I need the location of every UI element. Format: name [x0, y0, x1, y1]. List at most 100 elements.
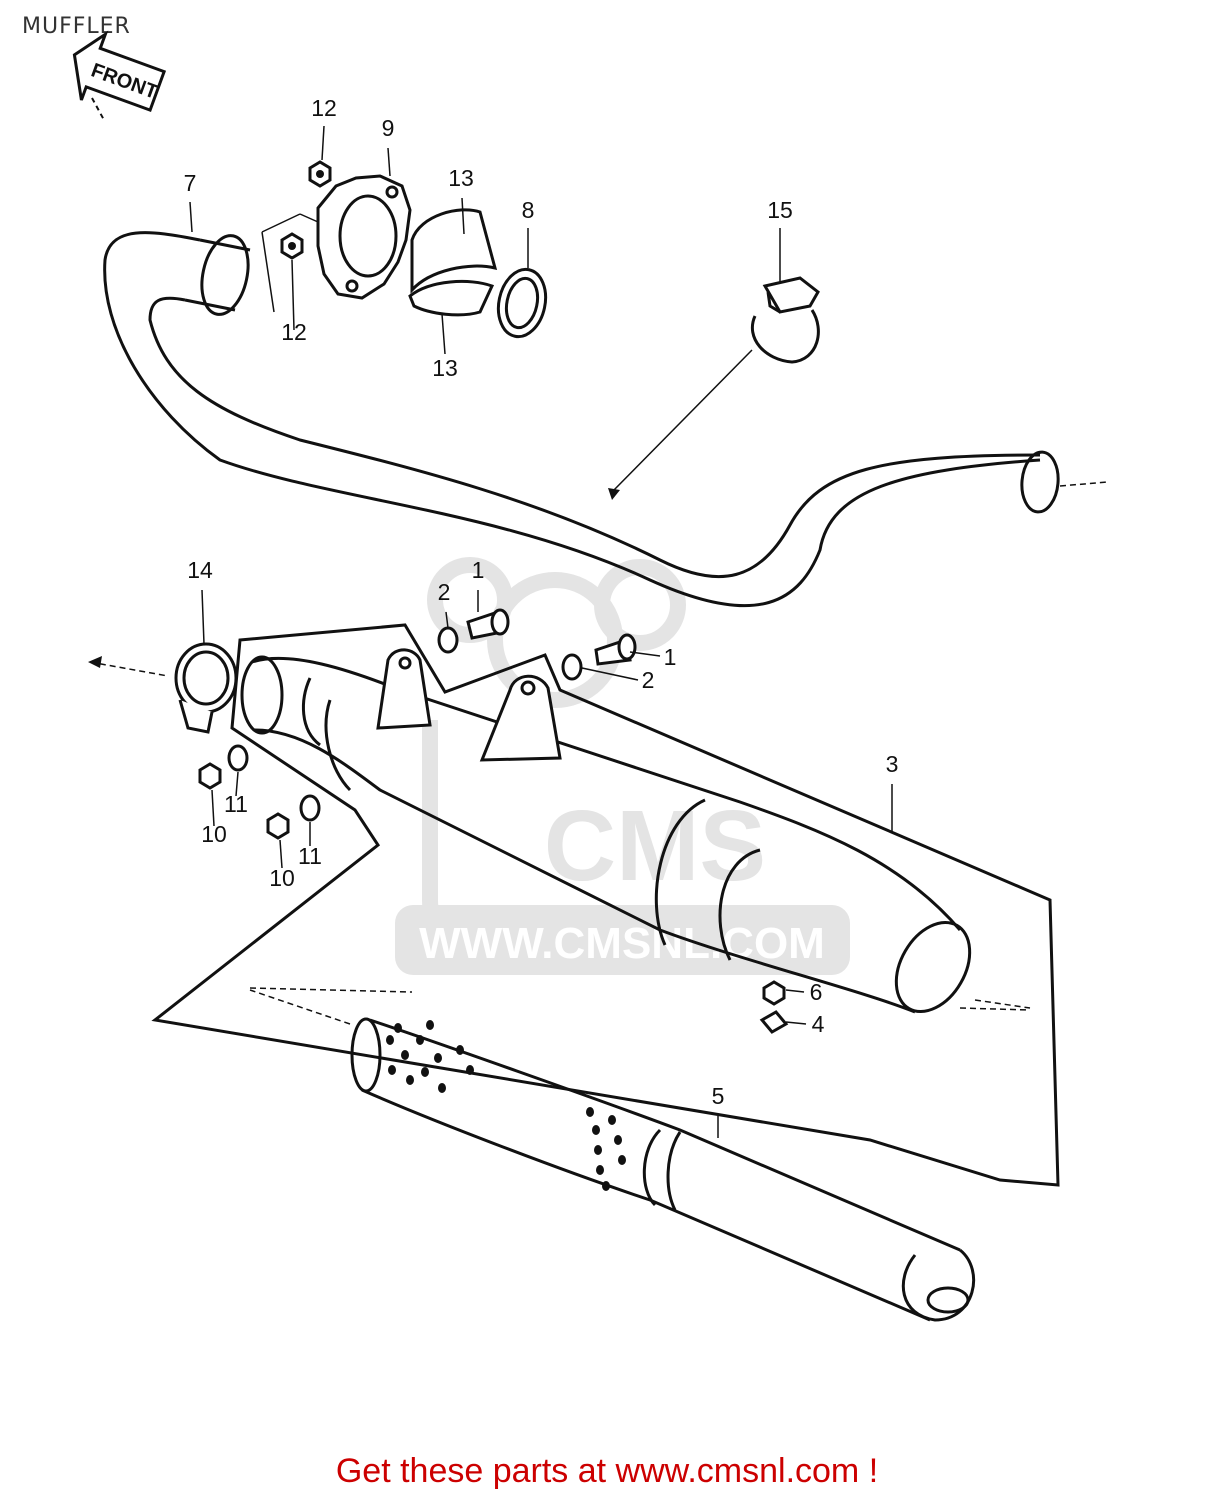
- muffler-seam: [654, 798, 706, 946]
- muffler-mount-bracket-rear: [479, 674, 562, 762]
- bracket-hole: [520, 680, 536, 696]
- baffle-bottom-edge: [361, 1088, 931, 1322]
- muffler-taper-ring: [301, 677, 321, 747]
- callout-label: 1: [472, 557, 485, 583]
- arrowhead: [608, 488, 620, 500]
- clamp-leader-arrow: [611, 349, 753, 493]
- callout-label: 12: [311, 95, 337, 121]
- callout-label: 13: [432, 355, 458, 381]
- header-pipe-inner-edge: [148, 296, 1041, 579]
- clamp-bolt-housing: [762, 276, 820, 314]
- baffle-hole: [401, 1050, 409, 1060]
- footer-cta[interactable]: Get these parts at www.cmsnl.com !: [335, 1452, 879, 1490]
- muffler-baffle-part-5: [350, 1017, 976, 1322]
- muffler-outlet: [894, 920, 972, 1014]
- callout-leader-line: [387, 147, 391, 177]
- baffle-hole: [421, 1067, 429, 1077]
- clamp-ring-inner: [182, 650, 230, 706]
- callout-leader-line: [785, 989, 805, 993]
- muffler-bottom-edge: [254, 728, 916, 1014]
- callout-label: 11: [224, 791, 248, 817]
- parts-diagram: CMS WWW.CMSNL.COM FRONT: [72, 30, 1109, 1322]
- washer-ring: [561, 653, 583, 681]
- muffler-clamp-part-14: [174, 642, 238, 734]
- callout-label: 9: [382, 115, 395, 141]
- screw-head: [759, 1010, 789, 1034]
- baffle-hole: [594, 1145, 602, 1155]
- washer-ring: [299, 794, 321, 822]
- washer-part-11-a: [227, 744, 249, 772]
- callout-label: 11: [298, 843, 322, 869]
- mount-bolt-part-1-a: [466, 608, 510, 640]
- gasket-outer: [496, 267, 548, 339]
- baffle-sleeve-edge: [666, 1131, 682, 1211]
- muffler-inlet: [240, 655, 284, 735]
- washer-part-2-a: [437, 626, 459, 654]
- callout-label: 1: [664, 644, 677, 670]
- callout-label: 2: [438, 579, 451, 605]
- mount-bolt-part-1-b: [594, 633, 637, 666]
- page-title: MUFFLER: [22, 14, 131, 39]
- flange-bolt-hole: [345, 279, 359, 293]
- baffle-hole: [614, 1135, 622, 1145]
- baffle-insert-arrow: [249, 987, 413, 1025]
- split-collar-part-13: [408, 208, 498, 317]
- baffle-hole: [608, 1115, 616, 1125]
- front-direction-arrow: FRONT: [72, 30, 167, 113]
- exhaust-flange-part-9: [316, 174, 412, 300]
- callout-leader-line: [291, 259, 295, 331]
- callout-label: 2: [642, 667, 655, 693]
- baffle-hole: [388, 1065, 396, 1075]
- clamp-14-arrow: [89, 661, 169, 677]
- callout-leader-line: [279, 839, 283, 869]
- callout-leader-line: [189, 201, 193, 233]
- header-pipe-outer-edge: [103, 231, 1041, 608]
- front-arrow-tail: [91, 97, 105, 121]
- nut-hex: [266, 812, 290, 840]
- callout-leader-line: [785, 1021, 807, 1025]
- gasket-part-8: [496, 267, 548, 339]
- baffle-end-cap: [901, 1248, 976, 1322]
- baffle-hole: [438, 1083, 446, 1093]
- cmsnl-watermark: CMS WWW.CMSNL.COM: [395, 557, 850, 975]
- bracket-plate: [376, 648, 432, 730]
- baffle-hole: [602, 1181, 610, 1191]
- header-pipe-socket: [184, 238, 251, 312]
- washer-ring: [437, 626, 459, 654]
- callout-leader-line: [321, 125, 325, 161]
- baffle-sleeve-edge: [642, 1128, 662, 1207]
- callout-label: 12: [281, 319, 307, 345]
- baffle-hole: [592, 1125, 600, 1135]
- callout-leader-line: [235, 771, 239, 797]
- watermark-plate: [395, 905, 850, 975]
- callout-label: 13: [448, 165, 474, 191]
- callout-label: 3: [886, 751, 899, 777]
- muffler-taper-ring: [324, 699, 352, 792]
- front-arrow-shape: [72, 30, 167, 113]
- flange-bore: [338, 194, 398, 278]
- watermark-url-text: WWW.CMSNL.COM: [419, 919, 825, 968]
- nut-part-6: [762, 980, 786, 1006]
- header-pipe-outlet: [1020, 450, 1060, 514]
- callout-label: 5: [712, 1083, 725, 1109]
- baffle-hole: [416, 1035, 424, 1045]
- exhaust-header-pipe: [103, 231, 1060, 608]
- nut-part-10-a: [198, 762, 222, 790]
- flange-stud-leader: [261, 213, 319, 313]
- clamp-bolt-lug: [178, 699, 214, 734]
- baffle-hole: [426, 1020, 434, 1030]
- flange-nut-part-12-top: [308, 160, 332, 188]
- baffle-front-cap: [350, 1017, 382, 1093]
- baffle-hole: [456, 1045, 464, 1055]
- callout-label: 4: [812, 1011, 825, 1037]
- washer-part-11-b: [299, 794, 321, 822]
- baffle-hole: [586, 1107, 594, 1117]
- callout-label: 7: [184, 170, 197, 196]
- watermark-ring: [594, 559, 686, 651]
- header-pipe-inlet: [200, 234, 250, 316]
- bolt-head: [617, 633, 637, 661]
- baffle-hole: [406, 1075, 414, 1085]
- header-outlet-arrow: [1059, 481, 1109, 487]
- callout-leader-line: [445, 611, 449, 629]
- screw-part-4: [759, 1010, 789, 1034]
